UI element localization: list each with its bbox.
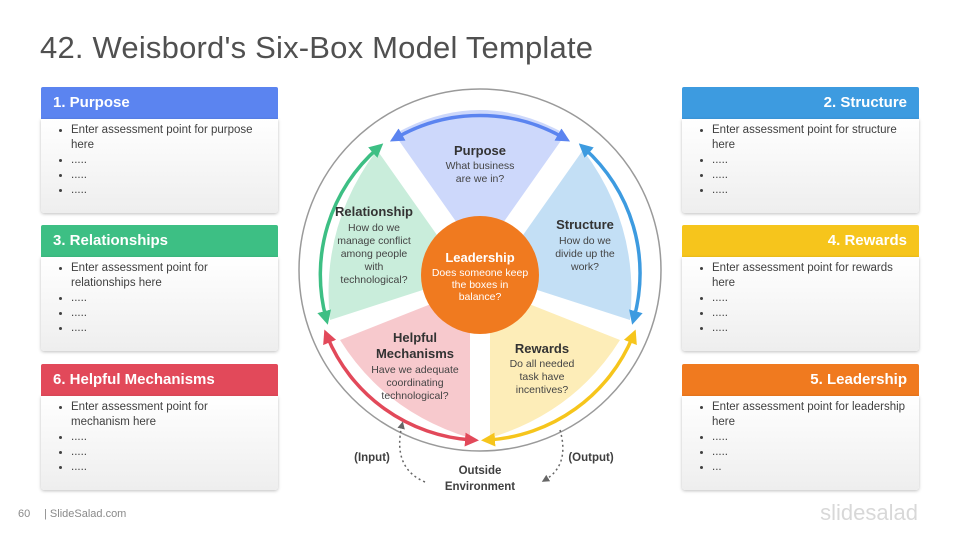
list-item: Enter assessment point for leadership he… bbox=[712, 400, 909, 430]
purpose-line: What business bbox=[446, 160, 515, 172]
list-item: Enter assessment point for mechanism her… bbox=[71, 400, 268, 430]
purpose-box-body: Enter assessment point for purpose here … bbox=[41, 119, 278, 213]
relationship-line: among people bbox=[341, 248, 408, 260]
rewards-box-body: Enter assessment point for rewards here … bbox=[682, 257, 919, 351]
structure-line: How do we bbox=[559, 235, 611, 247]
list-item: ..... bbox=[712, 321, 909, 336]
purpose-box: 1. Purpose Enter assessment point for pu… bbox=[41, 87, 278, 213]
rewards-arrow bbox=[481, 329, 637, 447]
structure-line: work? bbox=[570, 261, 599, 273]
output-label: (Output) bbox=[568, 452, 614, 464]
relationship-line: manage conflict bbox=[337, 235, 411, 247]
leadership-center bbox=[421, 216, 539, 334]
list-item: ..... bbox=[712, 306, 909, 321]
mechanisms-box-heading: 6. Helpful Mechanisms bbox=[41, 364, 278, 396]
mechanisms-line: coordinating bbox=[386, 377, 443, 389]
rewards-box-heading: 4. Rewards bbox=[682, 225, 919, 257]
leadership-box-body: Enter assessment point for leadership he… bbox=[682, 396, 919, 490]
mechanisms-title: Helpful bbox=[393, 330, 437, 345]
page-number: 60 bbox=[18, 508, 31, 520]
list-item: Enter assessment point for structure her… bbox=[712, 123, 909, 153]
list-item: ..... bbox=[71, 306, 268, 321]
page-title: 42. Weisbord's Six-Box Model Template bbox=[40, 30, 594, 65]
relationships-box: 3. Relationships Enter assessment point … bbox=[41, 225, 278, 351]
relationship-line: technological? bbox=[340, 274, 407, 286]
mechanisms-box: 6. Helpful Mechanisms Enter assessment p… bbox=[41, 364, 278, 490]
structure-title: Structure bbox=[556, 217, 614, 232]
structure-line: divide up the bbox=[555, 248, 615, 260]
list-item: Enter assessment point for relationships… bbox=[71, 261, 268, 291]
leadership-title: Leadership bbox=[445, 250, 514, 265]
leadership-line: the boxes in bbox=[452, 279, 509, 291]
relationship-line: with bbox=[364, 261, 384, 273]
list-item: ..... bbox=[71, 153, 268, 168]
list-item: ..... bbox=[712, 153, 909, 168]
brand-logo: slidesalad bbox=[820, 500, 918, 525]
structure-box-body: Enter assessment point for structure her… bbox=[682, 119, 919, 213]
rewards-line: task have bbox=[520, 371, 565, 383]
rewards-line: Do all needed bbox=[510, 358, 575, 370]
list-item: ..... bbox=[71, 183, 268, 198]
list-item: ..... bbox=[71, 460, 268, 475]
list-item: Enter assessment point for purpose here bbox=[71, 123, 268, 153]
outer-ring bbox=[298, 88, 662, 452]
list-item: ... bbox=[712, 460, 909, 475]
purpose-arrow bbox=[389, 113, 571, 142]
mechanisms-arrow bbox=[323, 329, 479, 447]
leadership-box: 5. Leadership Enter assessment point for… bbox=[682, 364, 919, 490]
footer-site-link[interactable]: | SlideSalad.com bbox=[44, 508, 127, 520]
list-item: ..... bbox=[712, 183, 909, 198]
list-item: ..... bbox=[71, 291, 268, 306]
list-item: ..... bbox=[712, 168, 909, 183]
relationships-box-heading: 3. Relationships bbox=[41, 225, 278, 257]
environment-label: Environment bbox=[445, 481, 515, 493]
list-item: ..... bbox=[712, 445, 909, 460]
list-item: Enter assessment point for rewards here bbox=[712, 261, 909, 291]
leadership-line: Does someone keep bbox=[432, 267, 528, 279]
leadership-box-heading: 5. Leadership bbox=[682, 364, 919, 396]
purpose-line: are we in? bbox=[456, 173, 505, 185]
relationships-box-body: Enter assessment point for relationships… bbox=[41, 257, 278, 351]
input-label: (Input) bbox=[354, 452, 390, 464]
mechanisms-title: Mechanisms bbox=[376, 346, 454, 361]
rewards-title: Rewards bbox=[515, 341, 569, 356]
relationship-arrow bbox=[317, 143, 384, 325]
environment-label: Outside bbox=[459, 465, 502, 477]
output-arrow bbox=[541, 429, 564, 482]
relationship-line: How do we bbox=[348, 222, 400, 234]
structure-arrow bbox=[578, 143, 643, 325]
purpose-title: Purpose bbox=[454, 143, 506, 158]
list-item: ..... bbox=[71, 430, 268, 445]
leadership-line: balance? bbox=[459, 291, 502, 303]
rewards-box: 4. Rewards Enter assessment point for re… bbox=[682, 225, 919, 351]
list-item: ..... bbox=[71, 445, 268, 460]
list-item: ..... bbox=[71, 168, 268, 183]
rewards-line: incentives? bbox=[516, 384, 569, 396]
input-arrow bbox=[397, 421, 426, 483]
mechanisms-box-body: Enter assessment point for mechanism her… bbox=[41, 396, 278, 490]
list-item: ..... bbox=[712, 430, 909, 445]
mechanisms-line: Have we adequate bbox=[371, 364, 459, 376]
list-item: ..... bbox=[712, 291, 909, 306]
list-item: ..... bbox=[71, 321, 268, 336]
mechanisms-line: technological? bbox=[381, 390, 448, 402]
structure-box: 2. Structure Enter assessment point for … bbox=[682, 87, 919, 213]
purpose-box-heading: 1. Purpose bbox=[41, 87, 278, 119]
structure-box-heading: 2. Structure bbox=[682, 87, 919, 119]
relationship-title: Relationship bbox=[335, 204, 413, 219]
